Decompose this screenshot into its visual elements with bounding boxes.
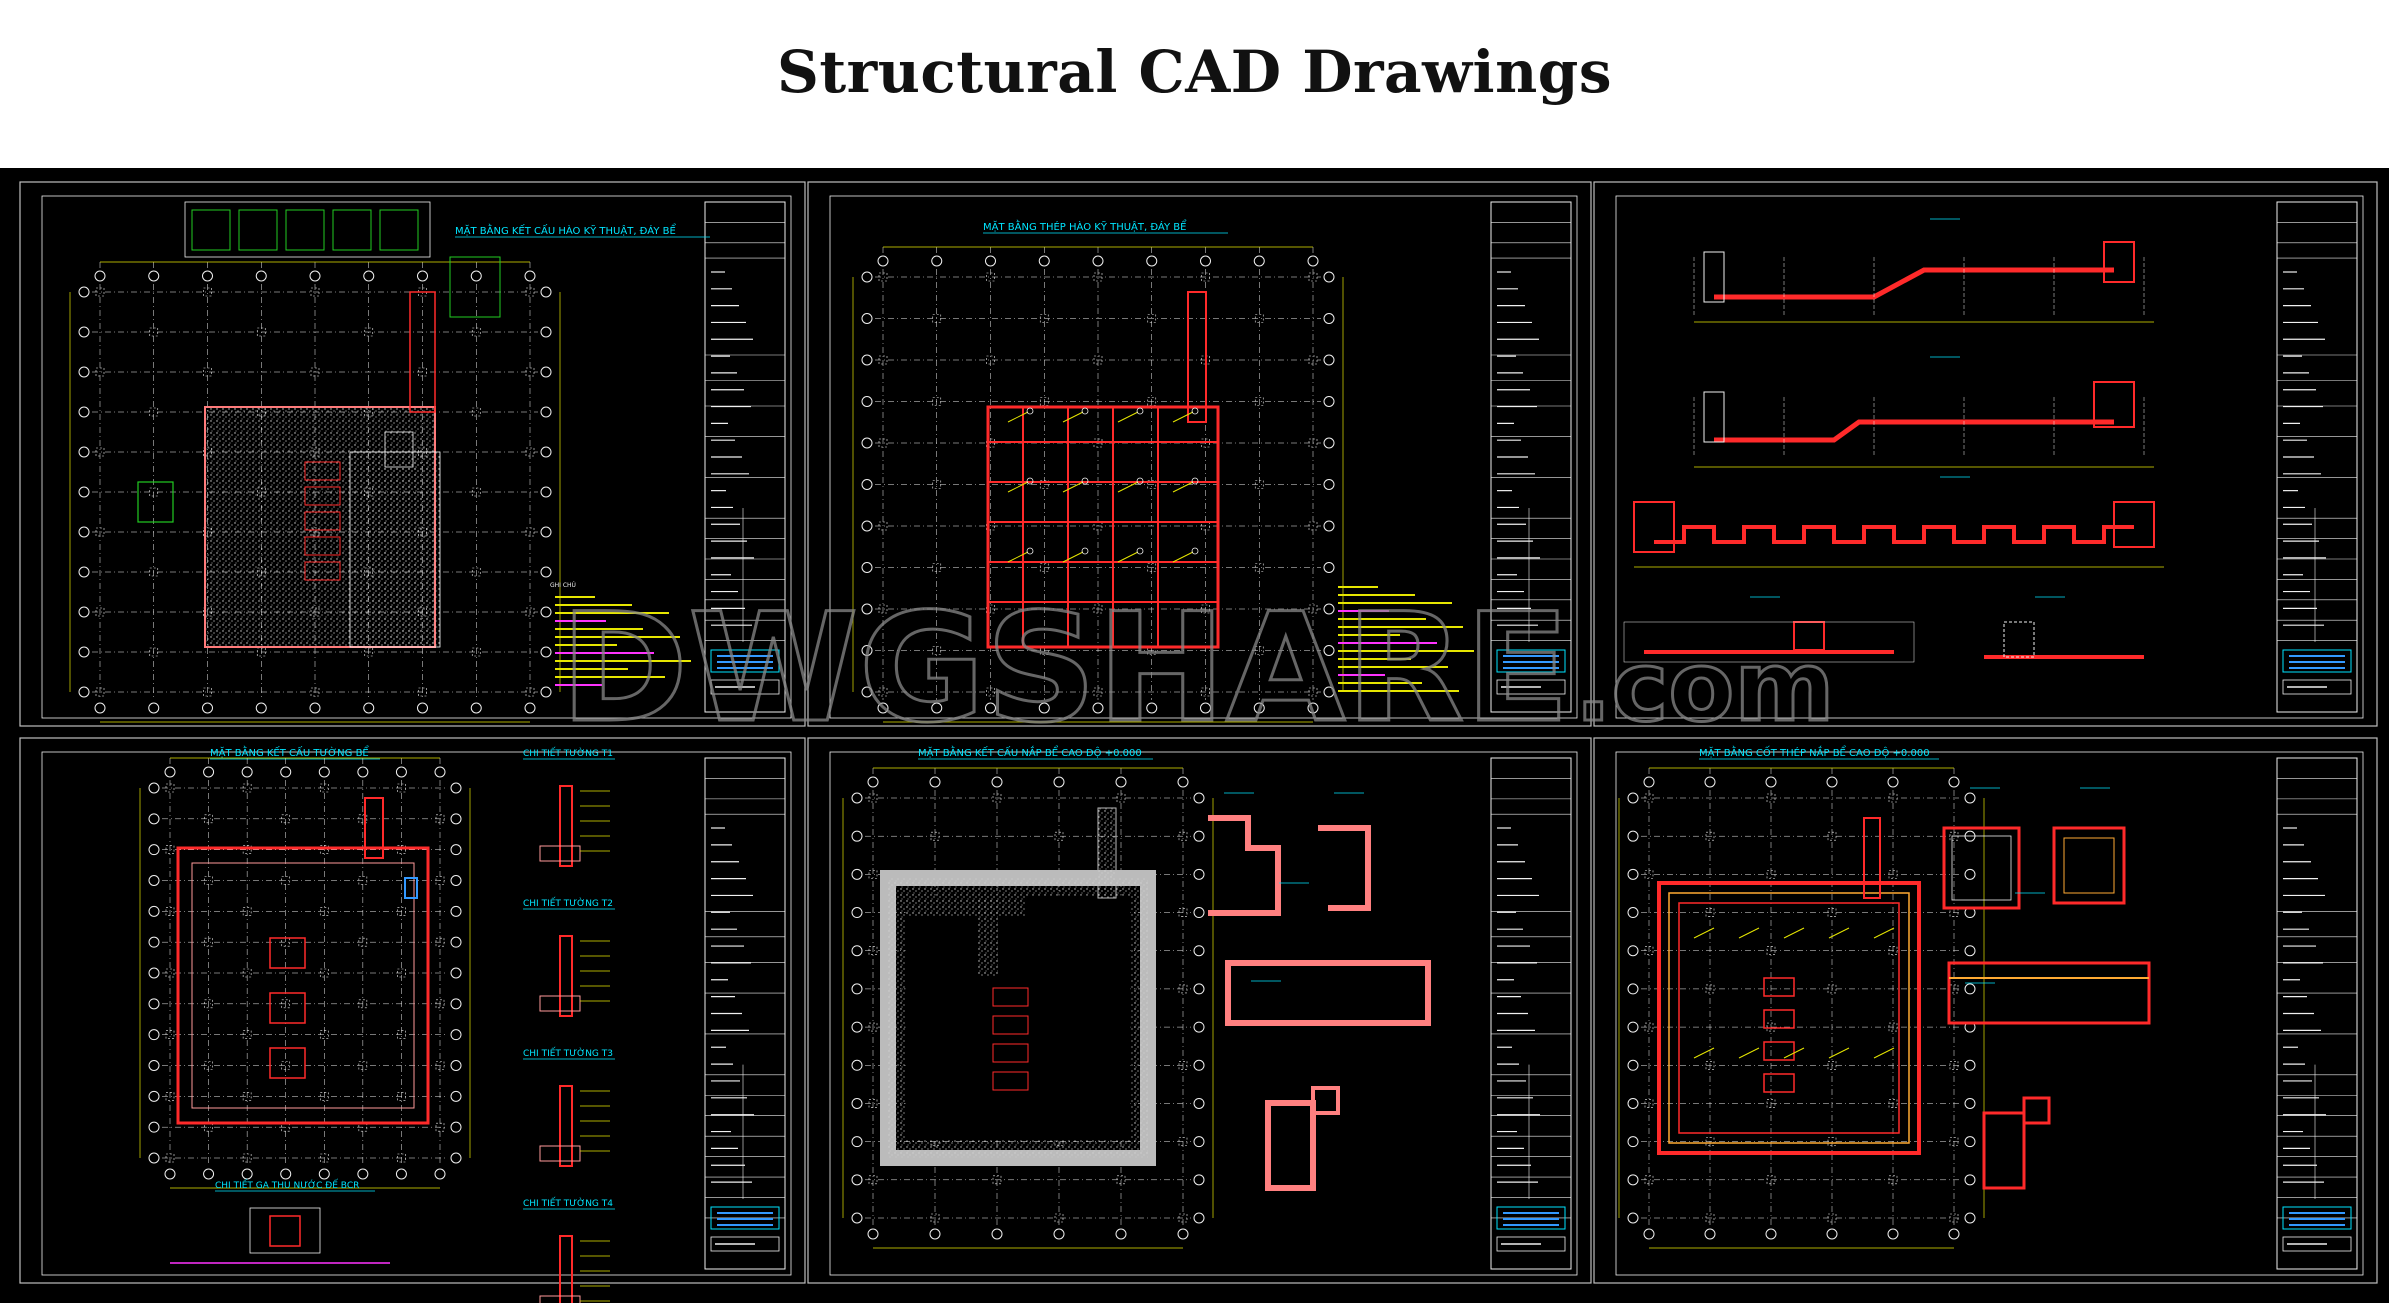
sheet-1-note-title: GHI CHÚ: [550, 582, 576, 589]
wall-detail-label-3: CHI TIẾT TƯỜNG T3: [523, 1047, 613, 1059]
drawing-panel-2: MẶT BẰNG THÉP HÀO KỸ THUẬT, ĐÁY BỂ: [807, 181, 1592, 727]
cad-drawing-sheet: MẶT BẰNG KẾT CẤU HÀO KỸ THUẬT, ĐÁY BỂ GHI…: [0, 168, 2389, 1303]
wall-detail-label-4: CHI TIẾT TƯỜNG T4: [523, 1197, 613, 1209]
drawing-panel-6: MẶT BẰNG CỐT THÉP NẮP BỂ CAO ĐỘ +0.000: [1593, 737, 2378, 1284]
drawing-panel-5: MẶT BẰNG KẾT CẤU NẮP BỂ CAO ĐỘ +0.000: [807, 737, 1592, 1284]
sheet-2-heading: MẶT BẰNG THÉP HÀO KỸ THUẬT, ĐÁY BỂ: [983, 219, 1187, 233]
page-title: Structural CAD Drawings: [777, 38, 1612, 106]
drawing-panel-1: MẶT BẰNG KẾT CẤU HÀO KỸ THUẬT, ĐÁY BỂ GHI…: [19, 181, 806, 727]
cad-drawing-canvas: MẶT BẰNG KẾT CẤU HÀO KỸ THUẬT, ĐÁY BỂ GHI…: [19, 181, 2378, 1303]
sheet-5-heading: MẶT BẰNG KẾT CẤU NẮP BỂ CAO ĐỘ +0.000: [918, 745, 1142, 759]
watermark-main: DWGSHARE: [560, 582, 1570, 756]
sheet-4-sub-heading: CHI TIẾT GA THU NƯỚC ĐẾ BCR: [215, 1179, 359, 1191]
watermark: DWGSHARE .com: [559, 581, 1836, 758]
wall-detail-label-2: CHI TIẾT TƯỜNG T2: [523, 897, 613, 909]
sheet-4-heading: MẶT BẰNG KẾT CẤU TƯỜNG BỂ: [210, 745, 369, 759]
sheet-6-heading: MẶT BẰNG CỐT THÉP NẮP BỂ CAO ĐỘ +0.000: [1699, 745, 1930, 759]
sheet-1-heading: MẶT BẰNG KẾT CẤU HÀO KỸ THUẬT, ĐÁY BỂ: [455, 223, 676, 237]
wall-detail-label-1: CHI TIẾT TƯỜNG T1: [523, 747, 613, 759]
drawing-panel-4: MẶT BẰNG KẾT CẤU TƯỜNG BỂ CHI TIẾT TƯỜNG …: [19, 737, 806, 1303]
drawing-panel-3: [1593, 181, 2378, 727]
watermark-suffix: .com: [1575, 631, 1834, 743]
